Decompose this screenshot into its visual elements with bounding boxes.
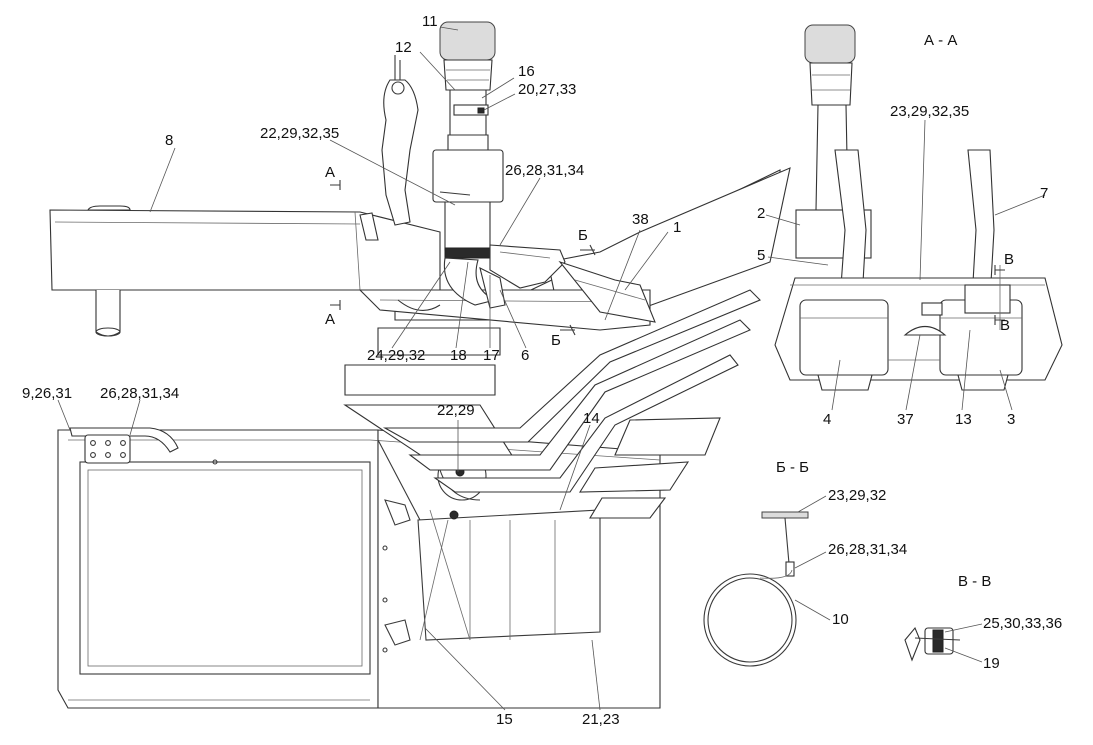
leader-lines — [57, 26, 1046, 711]
section-mark-a-top: A — [325, 164, 336, 181]
cabin-frame — [57, 427, 661, 709]
callout-18: 18 — [450, 347, 467, 364]
section-mark-b-bottom: Б — [551, 332, 561, 349]
section-b-b — [703, 511, 809, 667]
callout-16: 16 — [518, 63, 535, 80]
callout-2: 2 — [757, 205, 766, 222]
callout-25-30-33-36: 25,30,33,36 — [983, 615, 1063, 632]
seat-assembly — [49, 205, 651, 337]
callout-15: 15 — [496, 711, 513, 728]
section-v-v — [904, 626, 961, 662]
section-mark-b-top: Б — [578, 227, 588, 244]
callout-19: 19 — [983, 655, 1000, 672]
callout-17: 17 — [483, 347, 500, 364]
callout-7: 7 — [1040, 185, 1049, 202]
section-title-b-b: Б - Б — [776, 459, 810, 476]
callout-21-23: 21,23 — [582, 711, 620, 728]
callout-23-29-32-35: 23,29,32,35 — [890, 103, 970, 120]
callout-22-29-32-35: 22,29,32,35 — [260, 125, 340, 142]
section-cut-marks — [330, 180, 1005, 336]
callout-3: 3 — [1007, 411, 1016, 428]
callout-5: 5 — [757, 247, 766, 264]
section-title-v-v: В - В — [958, 573, 992, 590]
callout-1: 1 — [673, 219, 682, 236]
callout-4: 4 — [823, 411, 832, 428]
section-a-a — [774, 24, 1063, 391]
callout-38: 38 — [632, 211, 649, 228]
callout-10: 10 — [832, 611, 849, 628]
callout-37: 37 — [897, 411, 914, 428]
section-title-a-a: А - А — [924, 32, 958, 49]
callout-20-27-33: 20,27,33 — [518, 81, 577, 98]
callout-13: 13 — [955, 411, 972, 428]
section-mark-a-bottom: A — [325, 311, 336, 328]
callout-8: 8 — [165, 132, 174, 149]
callout-23-29-32: 23,29,32 — [828, 487, 887, 504]
callout-14: 14 — [583, 410, 600, 427]
callout-12: 12 — [395, 39, 412, 56]
section-mark-v-top: В — [1004, 251, 1015, 268]
section-mark-v-bottom: В — [1000, 317, 1011, 334]
callout-11: 11 — [422, 13, 438, 30]
callout-26-28-31-34-left: 26,28,31,34 — [100, 385, 180, 402]
callout-26-28-31-34-top: 26,28,31,34 — [505, 162, 585, 179]
air-filter-stack — [381, 21, 656, 323]
callout-26-28-31-34-section: 26,28,31,34 — [828, 541, 908, 558]
callout-24-29-32: 24,29,32 — [367, 347, 426, 364]
callout-9-26-31: 9,26,31 — [22, 385, 73, 402]
callout-6: 6 — [521, 347, 530, 364]
callout-22-29: 22,29 — [437, 402, 475, 419]
